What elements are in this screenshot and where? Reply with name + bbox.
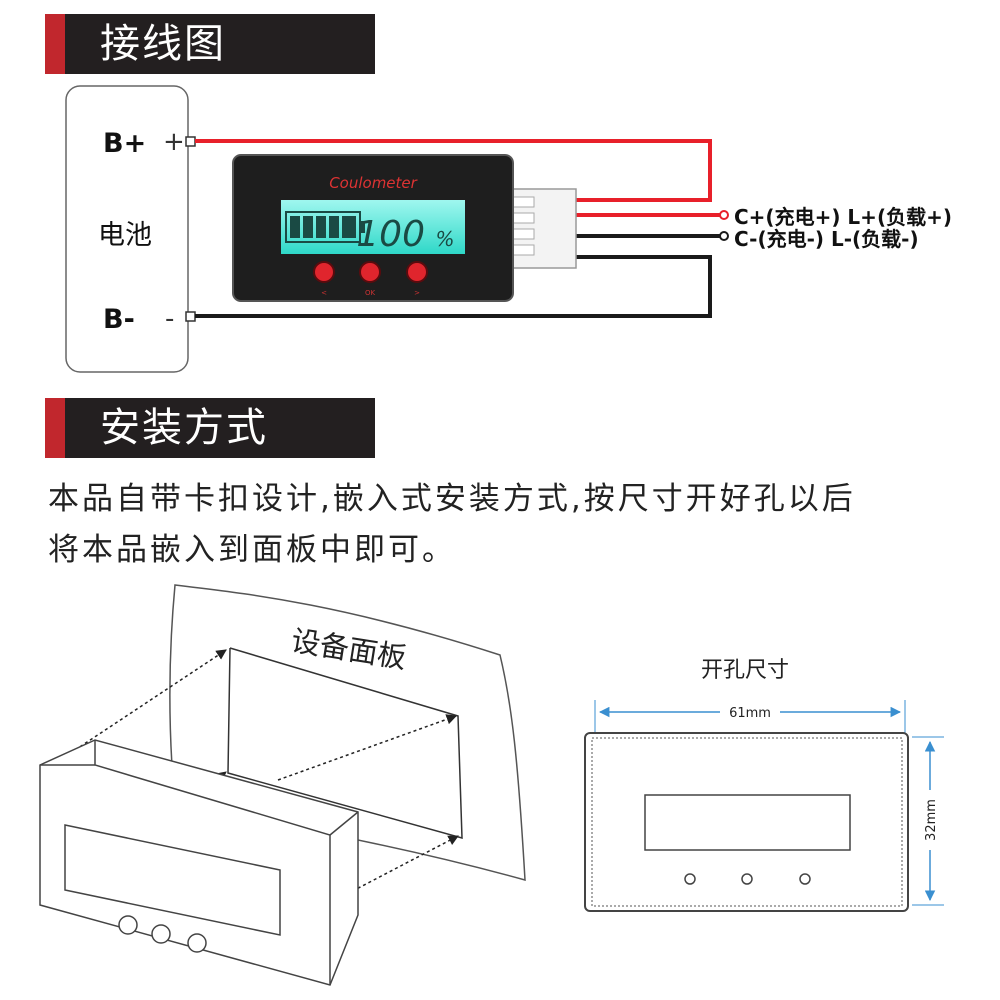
wiring-header-title: 接线图 bbox=[100, 21, 226, 67]
cutout-outline bbox=[591, 737, 903, 907]
negative-output-terminal bbox=[719, 231, 729, 241]
connector-plug bbox=[511, 188, 577, 269]
lcd-percent-unit: % bbox=[435, 227, 454, 251]
battery-b-plus-label: B+ bbox=[103, 128, 146, 159]
right-button-label: > bbox=[414, 289, 420, 297]
front-view-button-2 bbox=[741, 873, 753, 885]
meter-3d-button-3 bbox=[187, 933, 207, 953]
battery-minus-terminal-sign: - bbox=[165, 304, 174, 334]
battery: B+ + 电池 B- - bbox=[65, 85, 196, 373]
left-button[interactable] bbox=[313, 261, 335, 283]
battery-negative-wire bbox=[195, 255, 712, 318]
height-dimension-label: 32mm bbox=[924, 799, 939, 841]
positive-output-terminal bbox=[719, 210, 729, 220]
cutout-dimension-drawing: 开孔尺寸 61mm 32mm bbox=[584, 658, 944, 912]
left-button-label: < bbox=[321, 289, 327, 297]
battery-label: 电池 bbox=[98, 220, 152, 251]
battery-positive-wire bbox=[195, 139, 712, 202]
front-view-lcd bbox=[644, 794, 851, 851]
panel-cutout bbox=[227, 647, 463, 839]
battery-box bbox=[65, 85, 189, 373]
meter-3d-lcd-window bbox=[64, 824, 281, 936]
header-accent-bar bbox=[45, 398, 65, 458]
wiring-section-header: 接线图 bbox=[45, 14, 375, 74]
header-accent-bar bbox=[45, 14, 65, 74]
battery-plus-terminal-sign: + bbox=[163, 127, 185, 157]
negative-output-label: C-(充电-) L-(负载-) bbox=[734, 227, 919, 251]
install-description-line1: 本品自带卡扣设计,嵌入式安装方式,按尺寸开好孔以后 bbox=[48, 481, 856, 517]
lcd-percent-value: 100 bbox=[356, 214, 425, 255]
device-brand-label: Coulometer bbox=[329, 174, 417, 192]
positive-terminal bbox=[185, 136, 196, 147]
ok-button[interactable] bbox=[359, 261, 381, 283]
cutout-title: 开孔尺寸 bbox=[701, 658, 789, 683]
install-description-line2: 将本品嵌入到面板中即可。 bbox=[48, 532, 456, 568]
negative-terminal bbox=[185, 311, 196, 322]
wires bbox=[195, 139, 720, 318]
front-view-button-1 bbox=[684, 873, 696, 885]
meter-3d-button-1 bbox=[118, 915, 138, 935]
right-button[interactable] bbox=[406, 261, 428, 283]
ok-button-label: OK bbox=[365, 289, 376, 297]
coulometer-device: Coulometer 100 % < OK > bbox=[232, 154, 514, 302]
install-header-title: 安装方式 bbox=[100, 405, 268, 451]
positive-output-label: C+(充电+) L+(负载+) bbox=[734, 205, 952, 229]
front-view-button-3 bbox=[799, 873, 811, 885]
meter-3d-body bbox=[39, 739, 359, 986]
battery-b-minus-label: B- bbox=[103, 304, 135, 335]
width-dimension-label: 61mm bbox=[729, 706, 771, 721]
meter-3d-button-2 bbox=[151, 924, 171, 944]
install-section-header: 安装方式 bbox=[45, 398, 375, 458]
